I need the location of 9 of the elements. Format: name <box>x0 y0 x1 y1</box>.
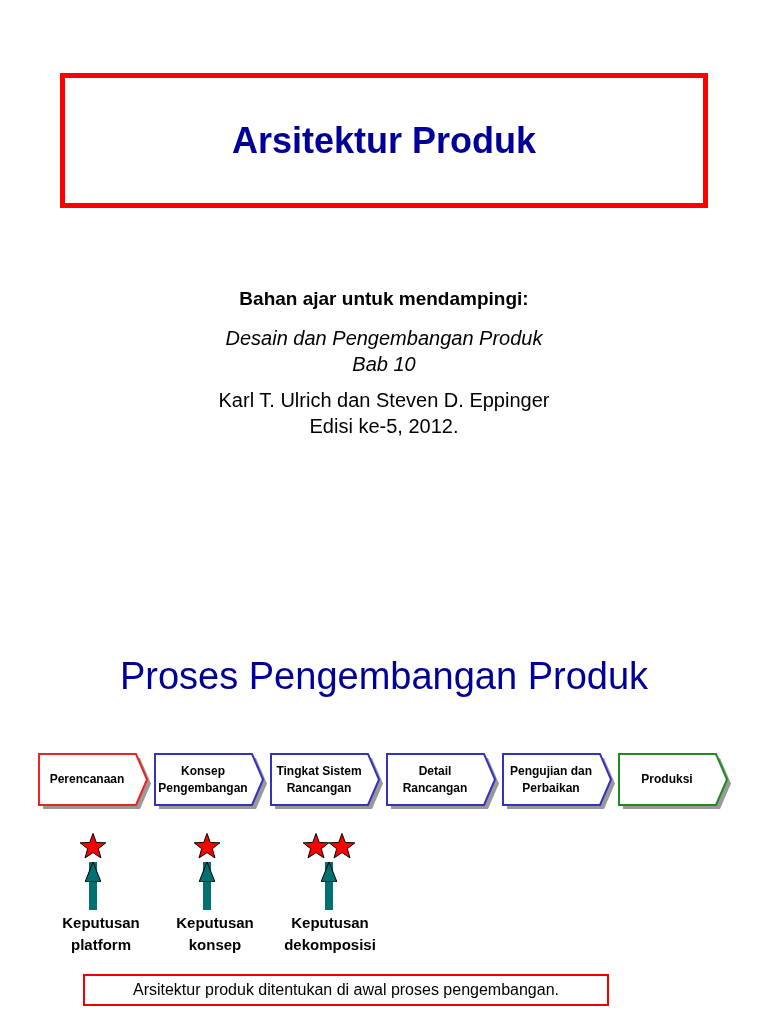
subtitle: Bahan ajar untuk mendampingi: <box>238 288 530 310</box>
decision-caption: Keputusan dekomposisi <box>270 912 390 956</box>
section-heading: Proses Pengembangan Produk <box>118 655 650 698</box>
title-box: Arsitektur Produk <box>60 73 708 208</box>
author-text: Karl T. Ulrich dan Steven D. Eppinger Edisi ke-5, 2012. <box>217 388 551 439</box>
decision-caption: Keputusan konsep <box>160 912 270 956</box>
decision-caption: Keputusan platform <box>46 912 156 956</box>
note-box: Arsitektur produk ditentukan di awal proses pengembangan. <box>83 974 609 1006</box>
book-title: Desain dan Pengembangan Produk Bab 10 <box>224 326 544 377</box>
